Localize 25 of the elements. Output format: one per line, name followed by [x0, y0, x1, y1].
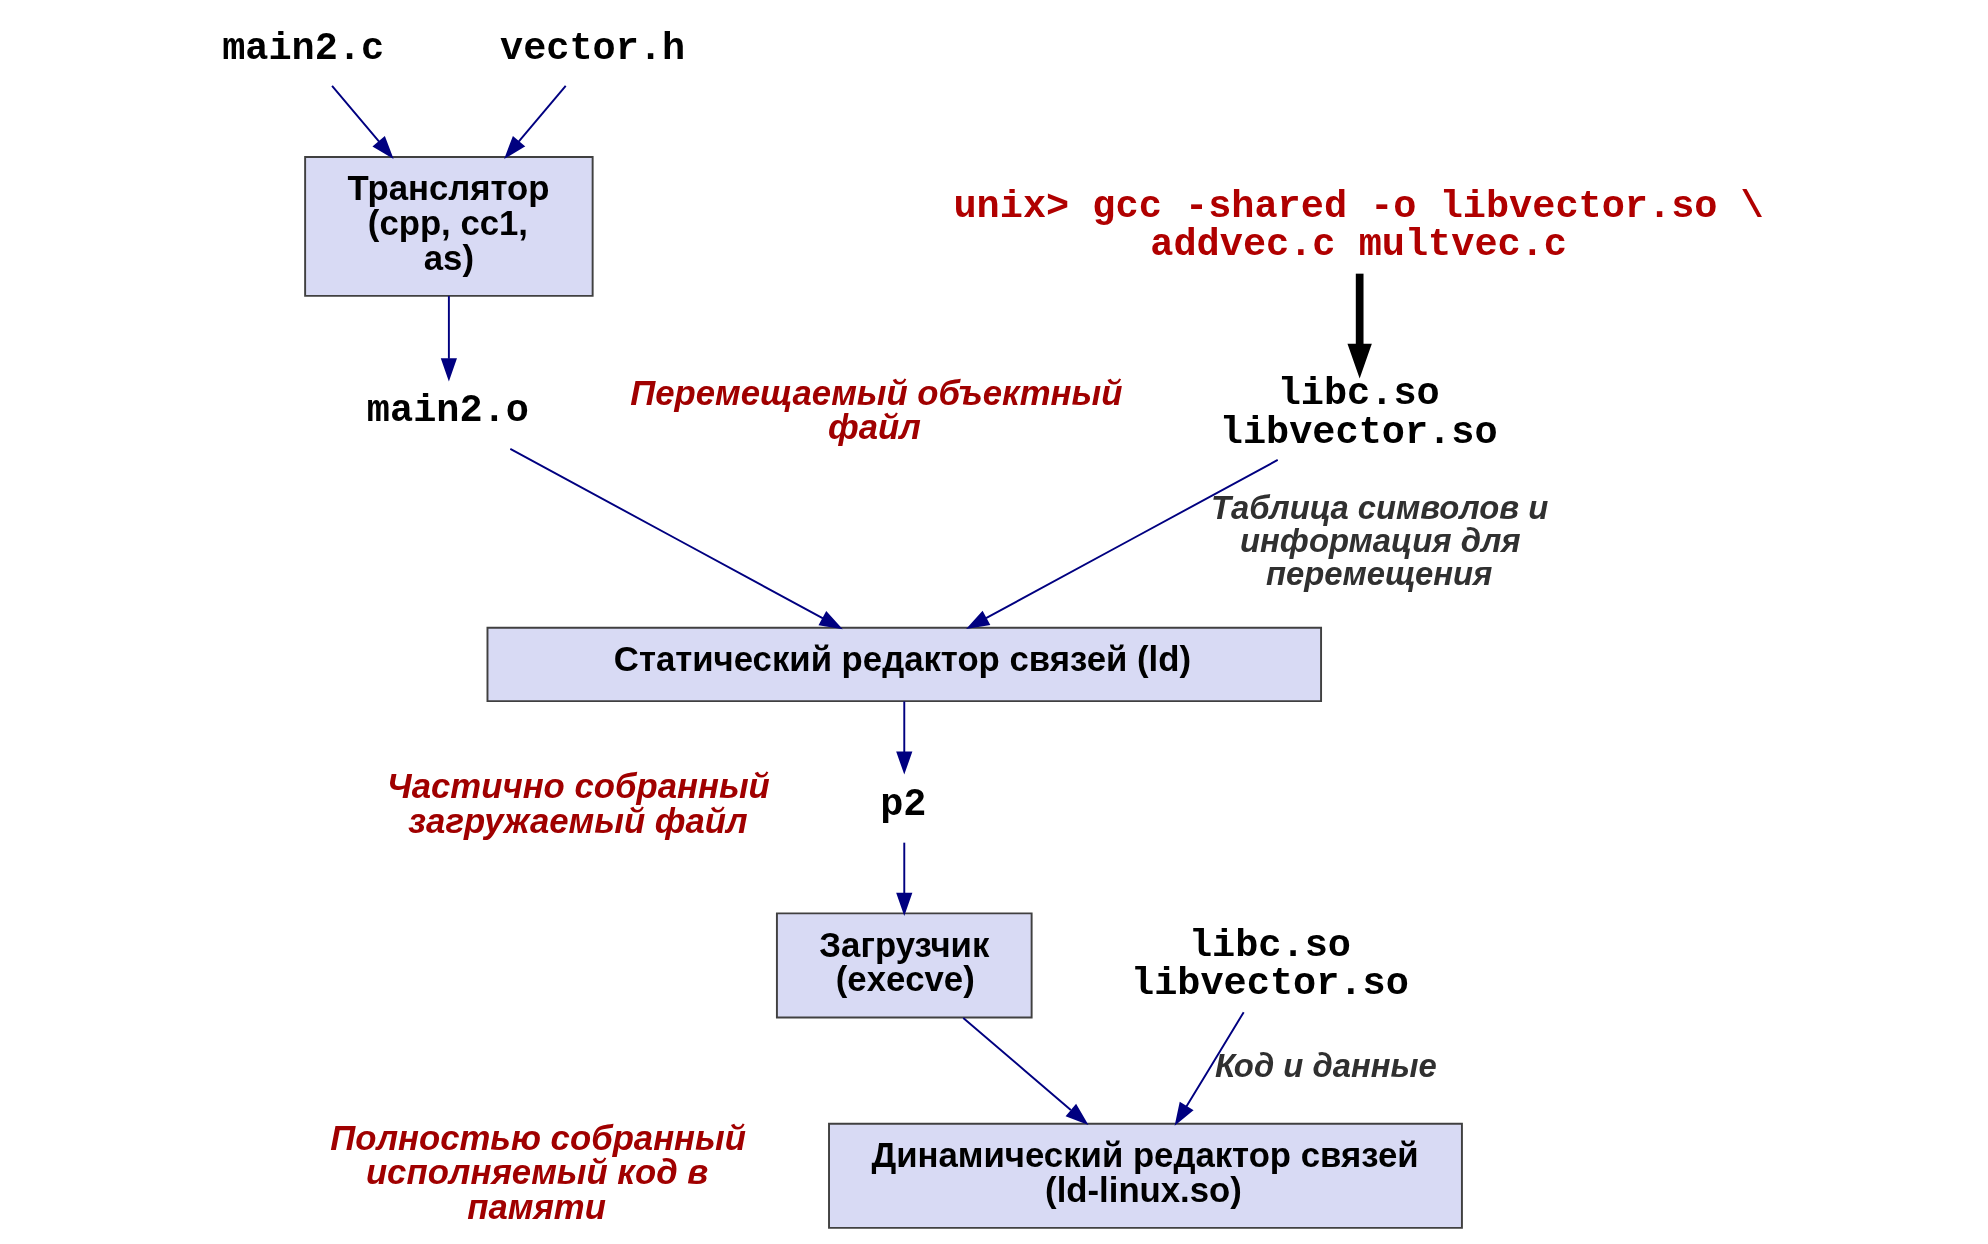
- node-label: Полностью собранный исполняемый код в памяти: [330, 1118, 746, 1227]
- arrow: [1174, 1011, 1245, 1126]
- node-text: libc.so libvector.so: [1131, 923, 1409, 1007]
- arrow: [440, 295, 457, 382]
- node-box: Загрузчик (execve): [775, 912, 1033, 1019]
- node-text: main2.o: [366, 389, 529, 434]
- arrow: [962, 1016, 1089, 1126]
- node-box: Статический редактор связей (ld): [486, 626, 1323, 703]
- node-text: main2.c: [222, 26, 385, 71]
- node-text: p2: [880, 782, 927, 827]
- edge-label: Код и данные: [1214, 1046, 1437, 1084]
- arrow: [331, 84, 394, 159]
- node-text: libc.so libvector.so: [1219, 371, 1498, 455]
- node-label: Перемещаемый объектный файл: [630, 373, 1123, 447]
- node-label: Частично собранный загружаемый файл: [387, 767, 770, 841]
- arrow: [966, 459, 1279, 629]
- arrow: [504, 84, 567, 159]
- arrow: [509, 447, 843, 630]
- node-text: vector.h: [500, 26, 686, 71]
- arrow: [896, 700, 913, 775]
- node-box: Динамический редактор связей (ld-linux.so): [828, 1122, 1463, 1229]
- node-text: unix> gcc -shared -o libvector.so \ addvec.c multvec.c: [953, 184, 1764, 268]
- arrow: [896, 841, 913, 916]
- node-box: Транслятор (cpp, cc1, as): [304, 156, 594, 297]
- edge-label: Таблица символов и информация для перемещения: [1211, 488, 1549, 592]
